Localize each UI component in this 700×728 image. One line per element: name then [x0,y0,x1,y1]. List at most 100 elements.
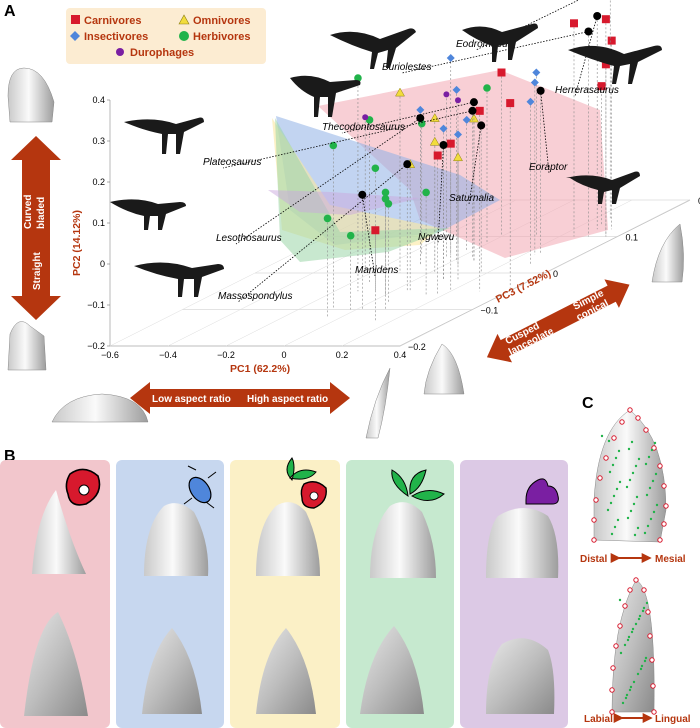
taxon-label-buriolestes: Buriolestes [382,62,431,73]
landmark-curve-point [619,419,625,425]
insectivore-tooth-mesial [142,628,202,714]
y-tick-label: 0.3 [92,136,105,146]
hull-herbivores [275,118,450,262]
landmark-surface-point [643,531,647,535]
point-insectivores [462,115,471,124]
y-tick-label: 0.2 [92,177,105,187]
legend-insectivores-marker [70,31,80,41]
taxon-label-lesothosaurus: Lesothosaurus [216,233,282,244]
landmark-surface-point [610,532,614,536]
point-carnivores [607,36,616,45]
point-omnivores [395,87,405,97]
taxon-point [593,12,602,20]
landmark-surface-point [636,526,640,530]
panel-carnivores [0,460,110,728]
landmark-curve-point [663,503,669,509]
landmark-curve-point [603,455,609,461]
landmark-surface-point [611,463,615,467]
point-durophages [455,97,461,104]
point-carnivores [597,82,606,91]
landmark-curve-point [593,497,599,503]
landmark-surface-point [627,635,631,639]
taxon-label-plateosaurus: Plateosaurus [203,157,261,168]
dinosaur-silhouettes [110,23,662,297]
taxon-leader [222,110,473,169]
landmark-curve-point [661,521,667,527]
taxon-label-eoraptor: Eoraptor [529,162,568,173]
tooth-curved-bladed [7,67,55,123]
landmark-surface-point [618,598,622,602]
taxon-label-massospondylus: Massospondylus [218,291,292,302]
landmark-surface-point [633,533,637,537]
landmark-surface-point [627,447,631,451]
landmark-curve-point [635,415,641,421]
point-herbivores [329,141,338,150]
landmark-surface-point [639,667,643,671]
z-axis-title: PC3 (7.52%) [494,268,553,306]
silhouette-buriolestes [330,28,416,69]
pc3-arrow: Cusped lanceolate Simple conical [486,279,630,363]
point-herbivores [483,84,491,92]
taxon-leader [401,31,589,74]
insectivore-tooth-labial [144,503,209,576]
point-carnivores [601,15,610,24]
landmark-surface-point [631,471,635,475]
durophage-tooth-labial [486,508,559,578]
landmark-surface-point [637,617,641,621]
tooth-low-aspect [51,393,149,423]
landmark-surface-point [644,462,648,466]
x-tick-label: −0.2 [217,350,235,360]
leaf-icon [391,469,445,501]
point-carnivores [371,226,380,235]
panel-label-a: A [4,3,16,20]
taxon-label-herrerasaurus: Herrerasaurus [555,85,619,96]
silhouette-plateosaurus [124,117,204,154]
point-herbivores [323,214,332,223]
landmark-surface-point [632,502,636,506]
z-tick-label: −0.2 [408,342,426,352]
landmark-curve-point [641,587,647,593]
landmark-surface-point [624,696,628,700]
point-herbivores [381,188,390,197]
y-tick-label: 0.1 [92,218,105,228]
silhouette-massospondylus [134,262,224,297]
taxon-point [416,114,425,123]
pc1-double-arrow [130,382,350,414]
landmark-surface-point [628,688,632,692]
landmark-surface-point [614,456,618,460]
leaf-and-meat-icon [286,457,327,509]
taxon-labels: BuriolestesEodromaeusHerrerasaurusThecod… [203,0,619,310]
tooth-conical [651,223,684,283]
landmark-surface-point [643,659,647,663]
landmark-surface-point [606,508,610,512]
point-insectivores [526,97,535,106]
legend-omnivores-label: Omnivores [193,15,250,27]
pc1-left-label: Low aspect ratio [152,394,231,405]
point-insectivores [454,130,462,139]
landmark-surface-point [612,494,616,498]
legend-herbivores-label: Herbivores [193,31,250,43]
x-tick-label: −0.4 [159,350,177,360]
landmark-surface-point [636,672,640,676]
taxon-leader [437,144,444,244]
legend-durophages-marker [116,48,124,56]
landmark-surface-point [655,503,659,507]
landmark-surface-point [635,495,639,499]
taxon-leader [468,125,482,205]
landmark-curve-point [627,407,633,413]
taxon-point [403,160,412,169]
landmark-curve-point [591,517,597,523]
z-tick-label: 0 [553,269,558,279]
point-insectivores [530,78,539,87]
landmark-curve-point [597,475,603,481]
point-carnivores [446,139,455,148]
landmark-surface-point [648,486,652,490]
landmark-curve-point [633,577,639,583]
landmark-surface-point [630,630,634,634]
landmark-curve-point [611,435,617,441]
landmark-surface-point [616,518,620,522]
meat-icon [65,468,101,506]
pc2-double-arrow [11,136,61,320]
x-tick-label: 0.2 [336,350,349,360]
landmark-surface-point [625,485,629,489]
